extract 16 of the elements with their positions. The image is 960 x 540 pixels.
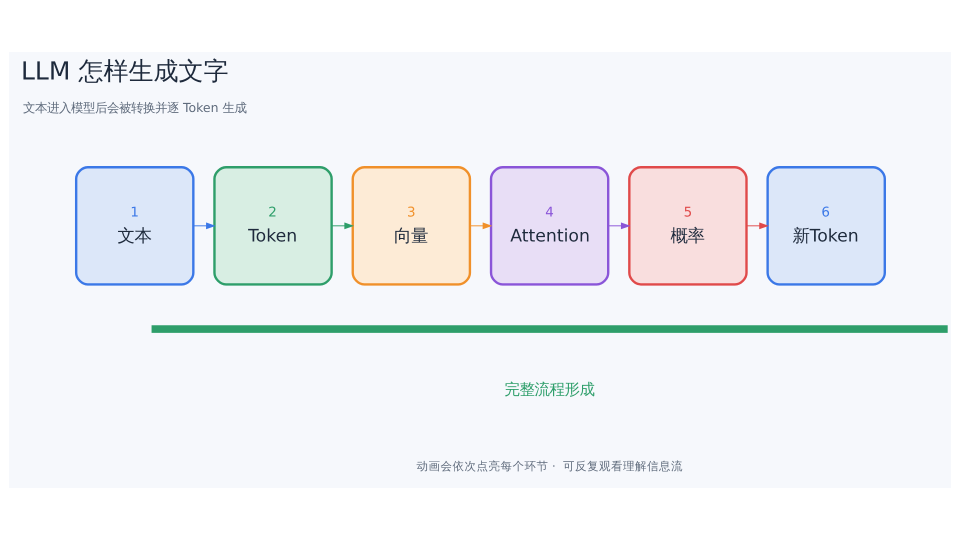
arrow [331, 222, 354, 230]
diagram-title: LLM 怎样生成文字 [21, 56, 228, 86]
node-box: 2 Token [213, 166, 333, 286]
node-box: 5 概率 [628, 166, 748, 286]
node-box: 6 新Token [766, 166, 886, 286]
node-label: 完整流程形成 [504, 380, 595, 399]
node-bar [152, 325, 948, 333]
arrow [469, 222, 492, 230]
node-box: 1 文本 [74, 166, 195, 286]
arrow [608, 222, 631, 230]
label: 文本进入模型后会被转换并逐 Token 生成 [23, 100, 246, 115]
arrow [192, 222, 216, 230]
label: 动画会依次点亮每个环节 · 可反复观看理解信息流 [416, 458, 683, 473]
node-box: 4 Attention [490, 166, 610, 286]
node-box: 3 向量 [352, 166, 472, 286]
arrow [746, 222, 769, 230]
